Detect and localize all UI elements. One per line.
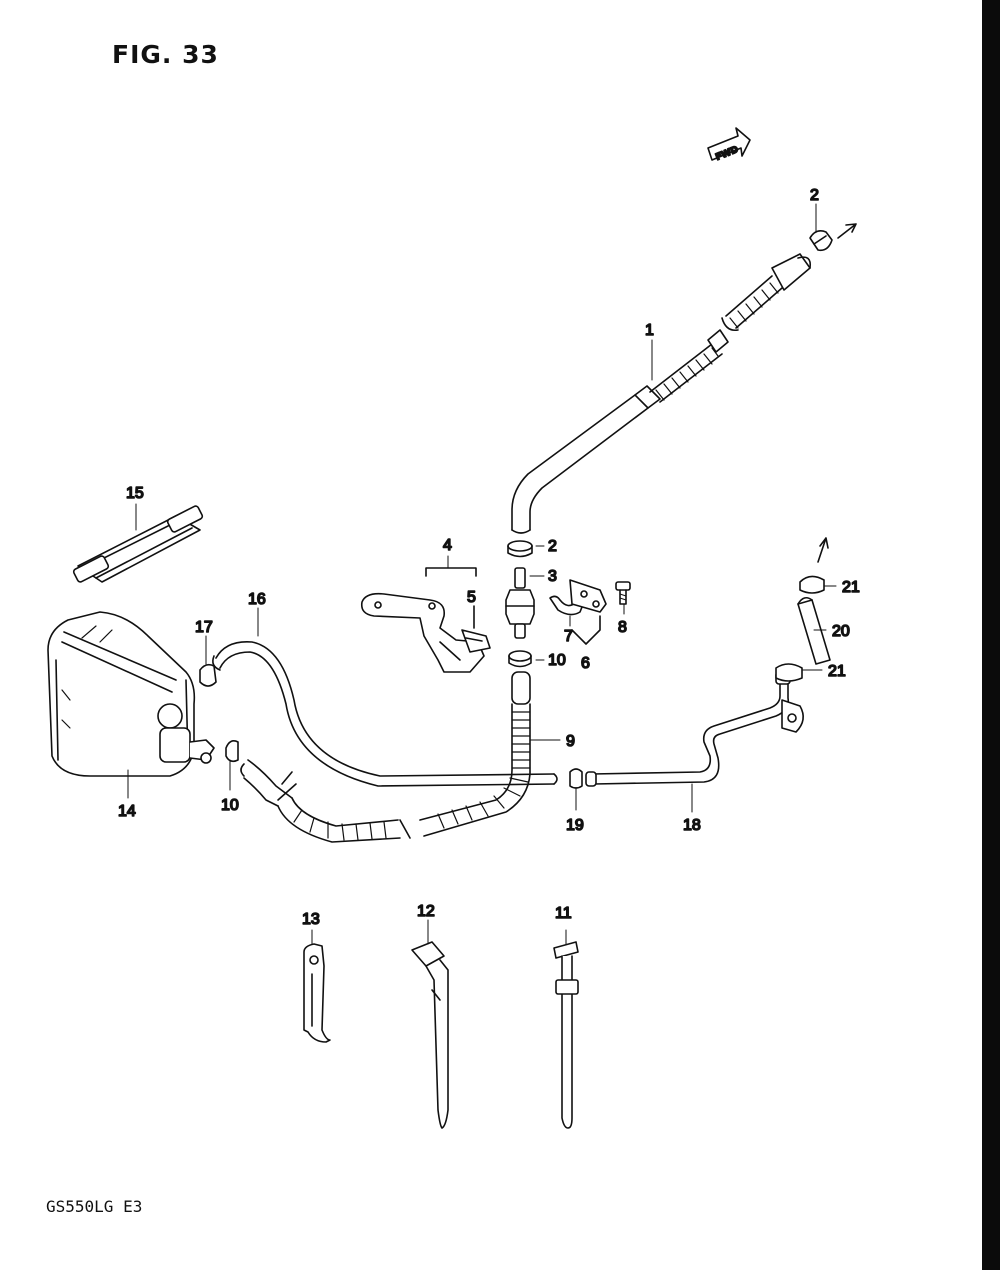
leader-lines	[127, 203, 837, 945]
part-16-hose	[212, 641, 558, 787]
part-18-pipe	[585, 671, 804, 787]
callout-13: 13	[302, 911, 320, 928]
callout-18: 18	[683, 817, 701, 834]
callout-21-upper: 21	[842, 579, 860, 596]
part-6-plate	[569, 579, 607, 613]
part-10-clamp-lower	[225, 740, 239, 763]
callout-11: 11	[555, 905, 572, 922]
page-binding-edge	[982, 0, 1000, 1270]
part-5-clip	[461, 629, 491, 653]
callout-7: 7	[564, 628, 573, 645]
part-17-clamp	[199, 663, 217, 687]
callout-14: 14	[118, 803, 136, 820]
bracket-group-4-line	[425, 567, 477, 577]
part-15-strap	[72, 505, 204, 583]
callout-3: 3	[548, 568, 557, 585]
part-21-clamp-upper	[799, 575, 825, 594]
callout-9: 9	[566, 733, 575, 750]
callout-10-upper: 10	[548, 652, 566, 669]
callout-16: 16	[248, 591, 266, 608]
callout-15: 15	[126, 485, 144, 502]
part-11-cable-tie	[553, 941, 579, 1129]
part-21-clamp-lower	[775, 663, 803, 682]
callout-5: 5	[467, 589, 476, 606]
part-8-bolt	[615, 581, 631, 605]
part-2-clamp-upper	[809, 230, 833, 252]
part-12-cable-tie	[411, 941, 449, 1129]
callout-12: 12	[417, 903, 435, 920]
callout-1: 1	[645, 322, 654, 339]
callout-6: 6	[581, 655, 590, 672]
callout-2-lower: 2	[548, 538, 557, 555]
part-3-valve	[505, 567, 535, 639]
part-1-vent-hose	[511, 253, 812, 534]
model-code: GS550LG E3	[46, 1197, 143, 1216]
callout-17: 17	[195, 619, 213, 636]
part-2-clamp-lower	[507, 540, 533, 558]
callout-21-lower: 21	[828, 663, 846, 680]
bracket-group-6-line	[571, 615, 601, 645]
callout-4: 4	[443, 537, 452, 554]
part-13-clamp-band	[303, 943, 331, 1043]
flow-arrow-icon	[817, 537, 829, 563]
figure-title: FIG. 33	[112, 40, 219, 69]
part-20-hose-short	[797, 596, 831, 665]
callout-20: 20	[832, 623, 850, 640]
callout-19: 19	[566, 817, 584, 834]
fwd-arrow-icon: FWD	[707, 127, 751, 164]
part-4-bracket	[360, 592, 485, 673]
part-14-canister	[47, 611, 215, 777]
part-10-clamp-upper	[508, 650, 532, 668]
flow-arrow-icon	[837, 223, 857, 239]
callout-10-lower: 10	[221, 797, 239, 814]
part-19-clamp	[569, 768, 583, 789]
callout-2-upper: 2	[810, 187, 819, 204]
callout-8: 8	[618, 619, 627, 636]
